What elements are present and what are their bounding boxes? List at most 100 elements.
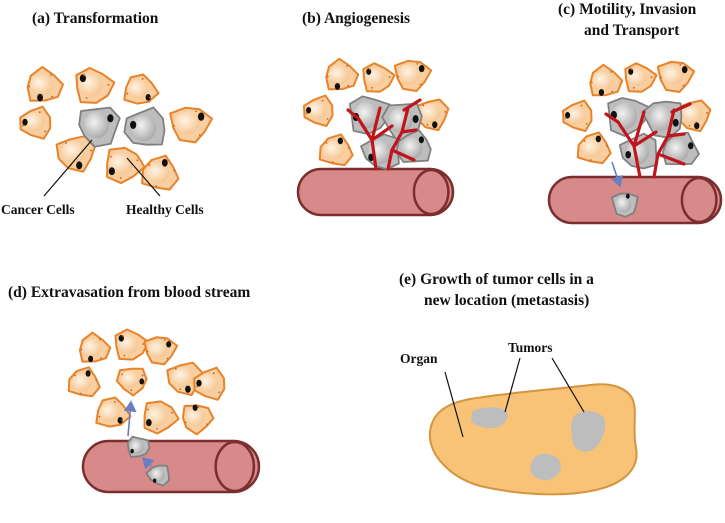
nucleus	[432, 121, 438, 129]
organelle-dot	[630, 68, 633, 71]
vessel-opening	[412, 168, 450, 216]
cell-cytoplasm	[398, 64, 421, 84]
cancer-cell	[395, 129, 432, 163]
organelle-dot	[632, 86, 635, 89]
organelle-dot	[113, 400, 116, 403]
healthy-cell	[414, 98, 450, 132]
organelle-dot	[149, 96, 151, 99]
capillary	[386, 106, 418, 171]
organelle-dot	[126, 92, 129, 95]
vessel-opening	[680, 176, 718, 224]
organelle-dot	[121, 373, 123, 376]
healthy-cell	[193, 366, 226, 401]
cell-cytoplasm	[649, 105, 674, 131]
cell-cytoplasm	[681, 104, 703, 124]
organelle-dot	[422, 104, 425, 107]
organelle-dot	[706, 112, 708, 114]
organelle-dot	[107, 84, 110, 86]
nucleus	[108, 167, 115, 176]
vessel-body	[81, 439, 261, 494]
healthy-cell	[576, 131, 612, 165]
healthy-cells-label: Healthy Cells	[126, 202, 204, 217]
organelle-dot	[174, 368, 177, 370]
organelle-dot	[80, 348, 83, 351]
cell-cytoplasm	[84, 111, 110, 139]
migration-arrow	[123, 400, 137, 437]
panel-a-transformation	[19, 66, 213, 191]
nucleus	[22, 118, 28, 126]
cell-cytoplasm	[99, 402, 121, 422]
organelle-dot	[130, 389, 133, 392]
organelle-dot	[688, 124, 691, 127]
cancer-cell	[78, 106, 121, 148]
capillary	[356, 106, 394, 171]
organelle-dot	[38, 111, 41, 113]
organelle-dot	[22, 124, 24, 127]
capillary	[346, 98, 422, 120]
healthy-cell	[181, 404, 215, 436]
organelle-dot	[198, 134, 201, 136]
organelle-dot	[99, 357, 102, 359]
leader-line	[551, 357, 585, 413]
organelle-dot	[147, 408, 149, 411]
healthy-cell	[78, 331, 112, 363]
healthy-cell	[26, 66, 64, 102]
cell-cytoplasm	[61, 140, 86, 163]
organelle-dot	[589, 159, 592, 161]
organelle-dot	[197, 406, 200, 409]
organelle-dot	[80, 392, 82, 395]
nucleus	[418, 65, 425, 73]
cancer-cell	[145, 464, 170, 487]
nucleus	[681, 66, 688, 74]
capillary	[604, 102, 692, 124]
organelle-dot	[110, 155, 112, 158]
organelle-dot	[123, 354, 126, 357]
tumor	[471, 407, 508, 429]
organelle-dot	[650, 76, 653, 79]
organelle-dot	[590, 81, 593, 84]
organelle-dot	[206, 423, 209, 426]
nucleus	[306, 106, 312, 114]
nucleus	[107, 114, 114, 123]
cell-cytoplasm	[184, 408, 205, 427]
panel-b-angiogenesis	[296, 57, 455, 217]
organelle-dot	[321, 99, 324, 102]
panel-b-title: (b) Angiogenesis	[302, 10, 410, 27]
nucleus	[161, 159, 168, 167]
organelle-dot	[95, 379, 97, 381]
leader-line	[444, 371, 464, 438]
cell-cytoplasm	[306, 101, 327, 120]
cell-cytoplasm	[171, 367, 194, 387]
nucleus	[146, 419, 152, 427]
cell-cytoplasm	[127, 79, 149, 99]
leader-line	[43, 139, 93, 197]
organ-shape	[428, 383, 638, 496]
cell-cytoplasm	[323, 140, 345, 160]
healthy-cell	[143, 336, 179, 366]
panel-e-metastasis: Organ Tumors	[400, 340, 638, 496]
cell-cytoplasm	[81, 339, 102, 358]
healthy-cell	[141, 154, 180, 191]
nucleus	[85, 370, 91, 377]
healthy-cell	[562, 99, 593, 132]
panel-d-title: (d) Extravasation from blood stream	[8, 284, 250, 301]
cell-cytoplasm	[120, 370, 140, 388]
nucleus	[412, 115, 419, 123]
panel-c-title-line2: and Transport	[584, 22, 680, 39]
cancer-cell	[123, 106, 166, 146]
organelle-dot	[218, 391, 221, 394]
healthy-cell	[589, 63, 624, 97]
panel-e-title-line2: new location (metastasis)	[424, 292, 589, 309]
healthy-cell	[95, 396, 132, 428]
organelle-dot	[388, 76, 391, 79]
cell-cytoplasm	[174, 111, 200, 135]
healthy-cell	[169, 106, 213, 144]
organelle-dot	[196, 385, 198, 388]
tumor	[530, 453, 561, 481]
nucleus	[598, 89, 605, 96]
organelle-dot	[141, 77, 144, 80]
organelle-dot	[610, 71, 613, 73]
organelle-dot	[195, 110, 197, 113]
cell-cytoplasm	[150, 467, 165, 483]
organelle-dot	[679, 63, 682, 66]
